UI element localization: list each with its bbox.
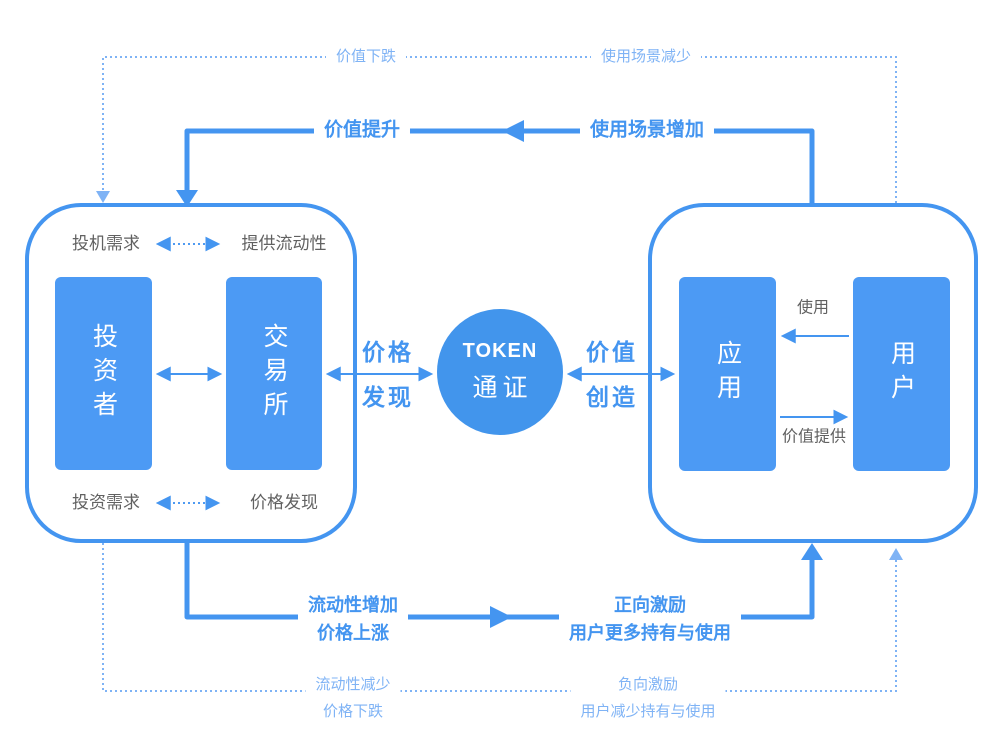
token-circle: TOKEN 通证 [437, 309, 563, 435]
label-liquidity-decrease-line1: 流动性减少 [315, 676, 391, 693]
market-container [25, 203, 357, 543]
label-value-creation-link: 价值 创造 [586, 330, 638, 420]
label-investment-demand: 投资需求 [72, 492, 140, 512]
top-dotted-loop-line [102, 56, 897, 203]
label-discovery: 发现 [362, 384, 414, 410]
application-container [648, 203, 978, 543]
bottom-solid-arrowhead-icon [801, 543, 823, 560]
token-label: TOKEN [462, 340, 538, 362]
label-price-up: 价格上涨 [317, 623, 389, 643]
label-user-hold-more: 用户更多持有与使用 [569, 623, 731, 643]
token-subtitle: 通证 [472, 374, 533, 402]
application-box: 应用 [679, 277, 776, 471]
label-price: 价格 [362, 339, 414, 365]
label-value-drop: 价值下跌 [325, 46, 407, 68]
bottom-dotted-arrowhead-icon [889, 548, 903, 560]
label-liquidity-increase: 流动性增加 价格上涨 [298, 589, 408, 649]
label-creation: 创造 [586, 384, 638, 410]
label-liquidity-decrease: 流动性减少 价格下跌 [305, 669, 401, 727]
label-speculative-demand: 投机需求 [72, 233, 140, 253]
label-positive-incentive-line1: 正向激励 [614, 595, 686, 615]
label-value-provide: 价值提供 [781, 428, 847, 446]
label-price-down: 价格下跌 [322, 703, 384, 720]
label-negative-incentive: 负向激励 用户减少持有与使用 [570, 669, 726, 727]
label-use: 使用 [796, 299, 830, 317]
label-usage-decrease: 使用场景减少 [590, 46, 702, 68]
label-provide-liquidity: 提供流动性 [241, 233, 327, 253]
top-solid-mid-arrowhead-icon [502, 120, 524, 142]
label-price-discovery-link: 价格 发现 [362, 330, 414, 420]
label-user-hold-less: 用户减少持有与使用 [580, 703, 716, 720]
investor-box: 投资者 [55, 277, 152, 470]
label-liquidity-increase-line1: 流动性增加 [308, 595, 398, 615]
bottom-solid-mid-arrowhead-icon [490, 606, 512, 628]
top-solid-loop-line [184, 128, 815, 203]
top-solid-arrowhead-icon [176, 190, 198, 207]
exchange-box: 交易所 [226, 277, 322, 470]
label-value: 价值 [586, 339, 638, 365]
label-usage-increase: 使用场景增加 [579, 117, 715, 145]
label-positive-incentive: 正向激励 用户更多持有与使用 [559, 589, 741, 649]
label-value-rise: 价值提升 [313, 117, 411, 145]
top-dotted-arrowhead-icon [96, 191, 110, 203]
label-price-discovery-small: 价格发现 [250, 492, 318, 512]
label-negative-incentive-line1: 负向激励 [617, 676, 679, 693]
user-box: 用户 [853, 277, 950, 471]
